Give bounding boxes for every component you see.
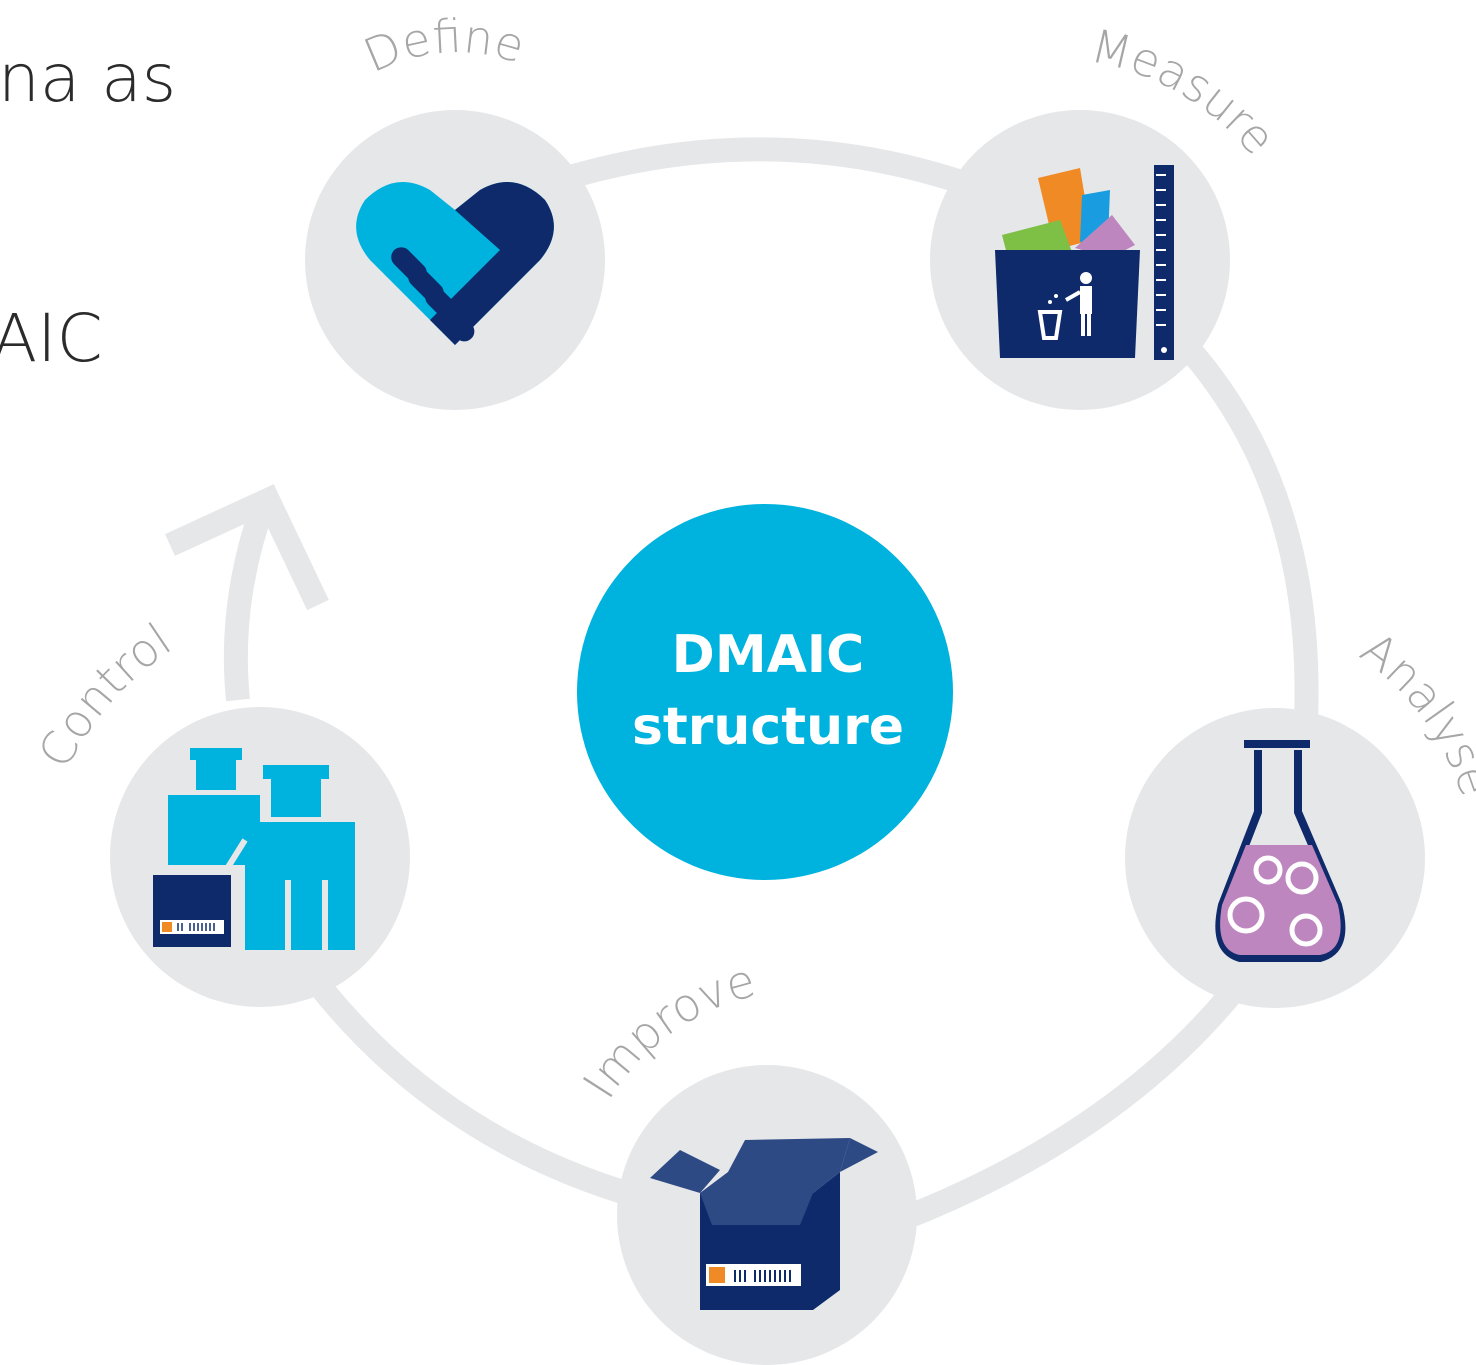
waste-bin-ruler-icon (995, 165, 1174, 360)
inspectors-icon (153, 748, 355, 950)
handshake-heart-icon (356, 182, 554, 345)
center-title-line-2: structure (632, 697, 904, 757)
flask-euro-icon (1215, 740, 1346, 962)
define-label: Define (356, 9, 531, 83)
background-text-line-2: AIC (0, 300, 103, 377)
center-title-line-1: DMAIC (672, 625, 865, 685)
center-circle (577, 504, 953, 880)
cycle-ring (164, 137, 1319, 1232)
background-text-line-1: na as (0, 40, 177, 117)
open-box-icon (650, 1138, 878, 1310)
